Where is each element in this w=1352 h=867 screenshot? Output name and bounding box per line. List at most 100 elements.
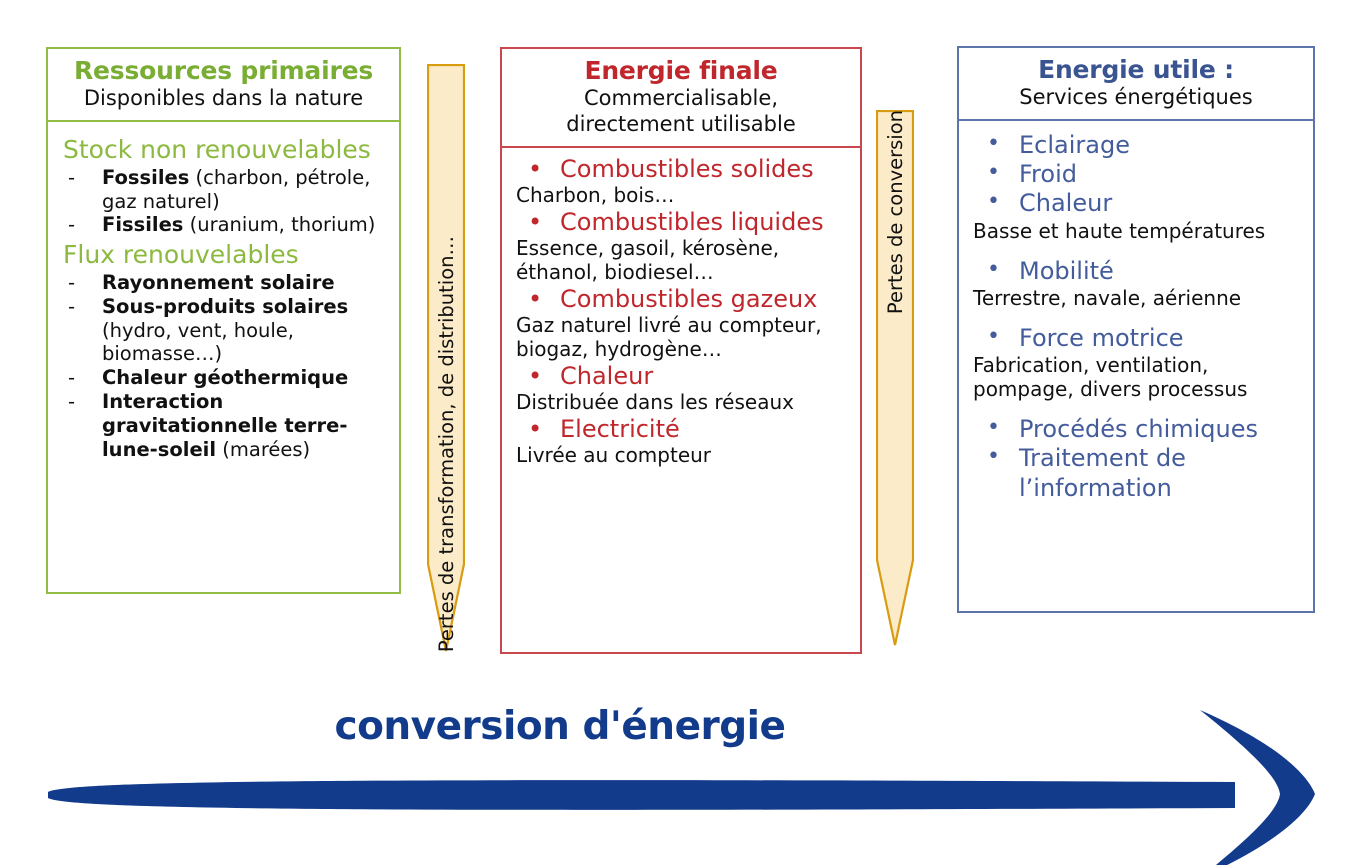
useful-energy-header: Energie utile : Services énergétiques bbox=[959, 48, 1313, 121]
useful-item-head: • Traitement de l’information bbox=[971, 444, 1301, 503]
useful-item-head: • Mobilité bbox=[971, 257, 1301, 286]
conversion-caption: conversion d'énergie bbox=[334, 704, 787, 749]
primary-resources-title: Ressources primaires bbox=[73, 56, 374, 85]
list-item-strong: Fossiles bbox=[102, 165, 190, 189]
final-item-head: • Chaleur bbox=[514, 361, 848, 390]
list-item-strong: Chaleur géothermique bbox=[102, 366, 349, 390]
useful-energy-body: • Eclairage • Froid • Chaleur Basse et haut… bbox=[959, 121, 1313, 507]
spacer bbox=[971, 310, 1301, 324]
useful-energy-subtitle: Services énergétiques bbox=[1019, 85, 1253, 109]
list-item: -Fissiles (uranium, thorium) bbox=[62, 213, 385, 237]
list-item-rest: (charbon, pétrole, gaz naturel) bbox=[102, 165, 371, 213]
useful-item-head: • Procédés chimiques bbox=[971, 415, 1301, 444]
list-item: - Rayonnement solaire bbox=[62, 271, 385, 295]
final-energy-subtitle-line1: Commercialisable, bbox=[583, 86, 778, 110]
final-item-label: Combustibles gazeux bbox=[560, 284, 818, 313]
primary-resources-header: Ressources primaires Disponibles dans la… bbox=[48, 49, 399, 122]
primary-resources-box: Ressources primaires Disponibles dans la… bbox=[46, 47, 401, 594]
flux-renewable-heading: Flux renouvelables bbox=[63, 240, 299, 270]
useful-item-label: Mobilité bbox=[1019, 256, 1114, 285]
list-item: -Sous-produits solaires (hydro, vent, ho… bbox=[62, 295, 385, 366]
dash-marker: - bbox=[68, 165, 76, 189]
list-item: •Force motrice Fabrication, ventilation,… bbox=[971, 324, 1301, 401]
list-item: • Traitement de l’information bbox=[971, 444, 1301, 503]
bullet-icon: • bbox=[987, 323, 1000, 349]
useful-item-head: •Force motrice bbox=[971, 324, 1301, 353]
useful-item-desc: Terrestre, navale, aérienne bbox=[973, 285, 1242, 310]
useful-item-label: Procédés chimiques bbox=[1019, 415, 1259, 444]
list-item: - Interaction gravitationnelle terre-lune… bbox=[62, 390, 385, 461]
final-item-desc: Livrée au compteur bbox=[516, 443, 712, 468]
list-item: • Froid bbox=[971, 160, 1301, 189]
list-item: • Eclairage bbox=[971, 131, 1301, 160]
final-item-head: • Combustibles liquides bbox=[514, 207, 848, 236]
stock-non-renewable-heading: Stock non renouvelables bbox=[63, 134, 371, 164]
conversion-losses-arrow: Pertes de conversion bbox=[876, 110, 914, 646]
list-item: • Combustibles liquides Essence, gasoil, … bbox=[514, 207, 848, 284]
final-item-label: Combustibles liquides bbox=[560, 207, 824, 236]
final-item-label: Chaleur bbox=[560, 361, 654, 390]
list-item-strong: Rayonnement solaire bbox=[102, 271, 335, 295]
bullet-icon: • bbox=[987, 130, 1000, 156]
bullet-icon: • bbox=[528, 361, 543, 390]
useful-item-head: • Eclairage bbox=[971, 131, 1301, 160]
dash-marker: - bbox=[68, 366, 76, 390]
final-item-head: • Combustibles solides bbox=[514, 154, 848, 183]
useful-energy-box: Energie utile : Services énergétiques • E… bbox=[957, 46, 1315, 613]
final-energy-header: Energie finale Commercialisable, directe… bbox=[502, 49, 860, 148]
useful-item-desc: Fabrication, ventilation, pompage, diver… bbox=[973, 353, 1248, 402]
useful-item-label: Traitement de l’information bbox=[1019, 444, 1186, 502]
bullet-icon: • bbox=[528, 414, 543, 443]
bullet-icon: • bbox=[528, 207, 543, 236]
list-item: - Chaleur géothermique bbox=[62, 366, 385, 390]
useful-item-desc: Basse et haute températures bbox=[973, 218, 1266, 243]
bullet-icon: • bbox=[528, 154, 543, 183]
transformation-losses-arrow: Pertes de transformation, de distributio… bbox=[427, 64, 465, 652]
list-item: • Combustibles solides Charbon, bois… bbox=[514, 154, 848, 207]
list-item: • Chaleur Distribuée dans les réseaux bbox=[514, 361, 848, 414]
useful-item-label: Froid bbox=[1019, 160, 1077, 189]
useful-item-head: • Froid bbox=[971, 160, 1301, 189]
down-arrow-icon bbox=[427, 64, 465, 652]
down-arrow-icon bbox=[876, 110, 914, 646]
list-item-strong: Fissiles bbox=[102, 213, 184, 237]
bullet-icon: • bbox=[528, 284, 543, 313]
final-item-desc: Gaz naturel livré au compteur, biogaz, h… bbox=[516, 312, 822, 361]
final-item-head: • Combustibles gazeux bbox=[514, 284, 848, 313]
useful-item-label: Eclairage bbox=[1019, 130, 1130, 159]
bullet-icon: • bbox=[987, 415, 1000, 441]
spacer bbox=[971, 401, 1301, 415]
final-item-desc: Essence, gasoil, kérosène, éthanol, biod… bbox=[516, 235, 780, 284]
useful-energy-title: Energie utile : bbox=[1038, 55, 1234, 84]
final-item-head: •Electricité bbox=[514, 414, 848, 443]
right-arrow-icon bbox=[48, 710, 1315, 865]
list-item: • Chaleur Basse et haute températures bbox=[971, 189, 1301, 242]
list-item-rest: (marées) bbox=[216, 437, 311, 461]
conversion-banner: conversion d'énergie bbox=[40, 690, 1330, 865]
final-item-desc: Distribuée dans les réseaux bbox=[516, 389, 794, 414]
dash-marker: - bbox=[68, 390, 76, 414]
dash-marker: - bbox=[68, 271, 76, 295]
final-energy-subtitle-line2: directement utilisable bbox=[566, 111, 796, 136]
bullet-icon: • bbox=[987, 256, 1000, 282]
final-energy-body: • Combustibles solides Charbon, bois… • Co… bbox=[502, 148, 860, 474]
bullet-icon: • bbox=[987, 160, 1000, 186]
list-item: •Electricité Livrée au compteur bbox=[514, 414, 848, 468]
final-item-desc: Charbon, bois… bbox=[516, 182, 675, 207]
primary-resources-subtitle: Disponibles dans la nature bbox=[83, 86, 364, 110]
final-item-label: Combustibles solides bbox=[560, 154, 814, 183]
list-item-strong: Interaction gravitationnelle terre-lune-… bbox=[102, 390, 348, 461]
primary-resources-body: Stock non renouvelables - Fossiles (charb… bbox=[48, 122, 399, 472]
useful-item-head: • Chaleur bbox=[971, 189, 1301, 218]
final-energy-box: Energie finale Commercialisable, directe… bbox=[500, 47, 862, 654]
list-item: • Combustibles gazeux Gaz naturel livré a… bbox=[514, 284, 848, 361]
list-item: • Procédés chimiques bbox=[971, 415, 1301, 444]
list-item: - Fossiles (charbon, pétrole, gaz naturel… bbox=[62, 166, 385, 214]
bullet-icon: • bbox=[987, 444, 1000, 470]
dash-marker: - bbox=[68, 213, 76, 237]
dash-marker: - bbox=[68, 294, 76, 318]
final-energy-title: Energie finale bbox=[584, 56, 778, 85]
useful-item-label: Chaleur bbox=[1019, 189, 1113, 218]
flux-renewable-list: - Rayonnement solaire -Sous-produits sola… bbox=[62, 271, 385, 461]
bullet-icon: • bbox=[987, 189, 1000, 215]
